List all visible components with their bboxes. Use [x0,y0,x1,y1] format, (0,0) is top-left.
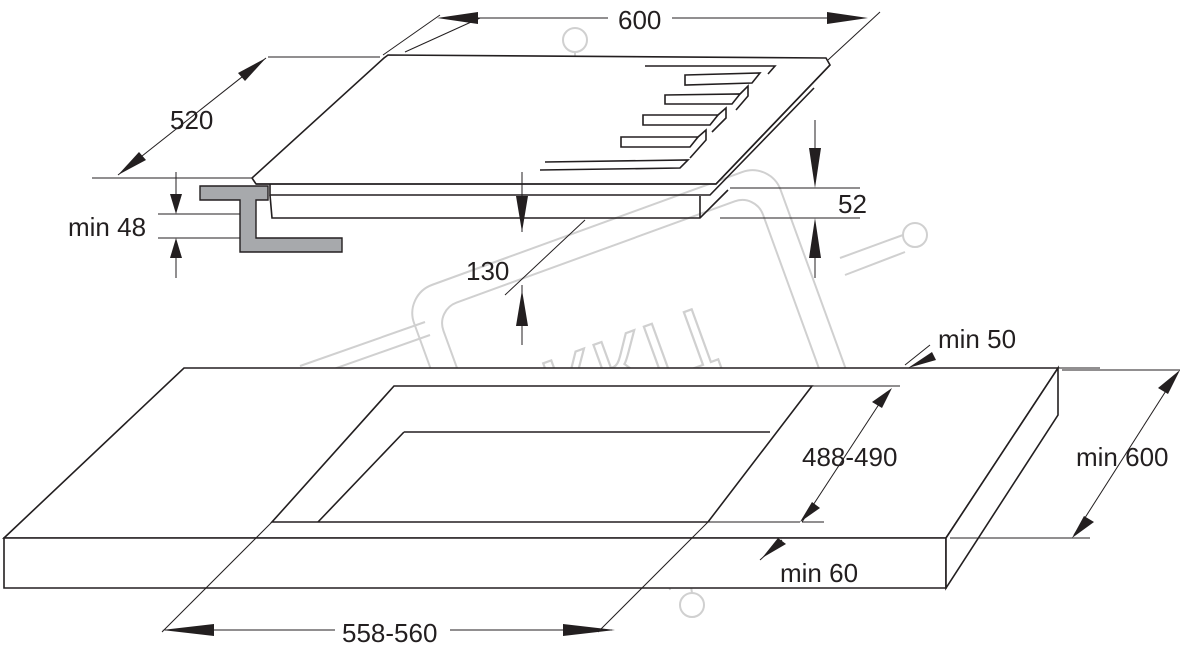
arrow-488-top [872,388,892,408]
hob-body [269,189,729,219]
label-width-600: 600 [618,5,661,35]
hob-knobs [539,65,777,171]
arrow-600-left [437,12,478,24]
label-height-52: 52 [838,189,867,219]
arrow-488-bottom [800,502,820,522]
arrow-558-right [563,624,615,636]
label-min-48: min 48 [68,212,146,242]
arrow-130-bottom [516,290,528,326]
label-height-130: 130 [466,256,509,286]
arrow-min600-bottom [1072,516,1094,538]
worktop-side-face [945,365,1059,591]
arrow-52-top [809,148,821,188]
hob-front-edge [256,64,831,196]
label-depth-520: 520 [170,105,213,135]
arrow-min600-top [1158,370,1180,394]
worktop-drawing [1,365,1060,591]
label-cutout-width: 558-560 [342,618,437,648]
arrow-min48-bottom [170,238,182,258]
hob-drawing [199,54,831,253]
label-cutout-depth: 488-490 [802,442,897,472]
arrow-min50 [908,352,936,368]
label-min-60: min 60 [780,558,858,588]
cutout-inner-edge [317,431,770,523]
arrow-600-right [827,12,868,24]
arrow-130-top [516,196,528,232]
arrow-52-bottom [809,218,821,258]
mounting-bracket [199,185,343,253]
arrow-520-bottom [118,152,146,175]
dimension-lines-top [92,11,881,345]
arrow-min48-top [170,194,182,214]
arrow-min60 [762,538,786,558]
arrow-520-top [238,58,266,81]
hob-top-plate [250,54,831,185]
label-min-50: min 50 [938,324,1016,354]
arrow-558-left [162,624,214,636]
label-min-600: min 600 [1076,442,1169,472]
dimension-lines-bottom [161,344,1180,636]
